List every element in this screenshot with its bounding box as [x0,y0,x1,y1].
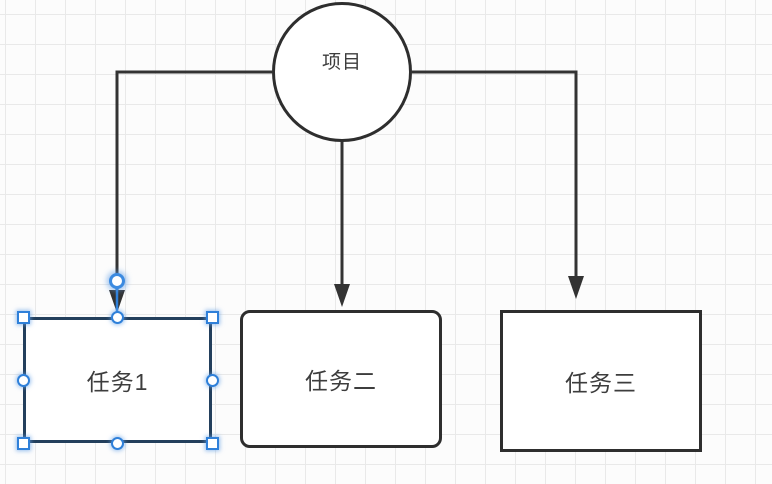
node-task3[interactable]: 任务三 [500,310,702,452]
connector-project-task1[interactable] [109,70,272,316]
node-label: 项目 [321,52,362,73]
arrowhead-icon[interactable] [334,284,350,307]
resize-handle-ne[interactable] [205,310,219,324]
connector-line[interactable] [412,70,578,278]
node-task2[interactable]: 任务二 [240,310,442,448]
resize-handle-sw[interactable] [16,436,30,450]
connector-project-task3[interactable] [412,70,584,299]
connector-endpoint-handle[interactable] [109,273,125,289]
node-label: 任务二 [305,368,377,394]
resize-handle-se[interactable] [205,436,219,450]
resize-handle-n[interactable] [111,310,124,324]
node-label: 任务三 [565,370,637,396]
arrowhead-icon[interactable] [568,276,584,299]
resize-handle-s[interactable] [111,436,124,450]
connector-project-task2[interactable] [334,141,350,307]
node-label: 任务1 [86,369,149,395]
node-project[interactable]: 项目 [272,2,412,142]
resize-handle-nw[interactable] [16,310,30,324]
connector-line[interactable] [115,70,272,292]
node-task1[interactable]: 任务1 [23,317,212,443]
resize-handle-w[interactable] [16,373,30,387]
resize-handle-e[interactable] [205,373,219,387]
